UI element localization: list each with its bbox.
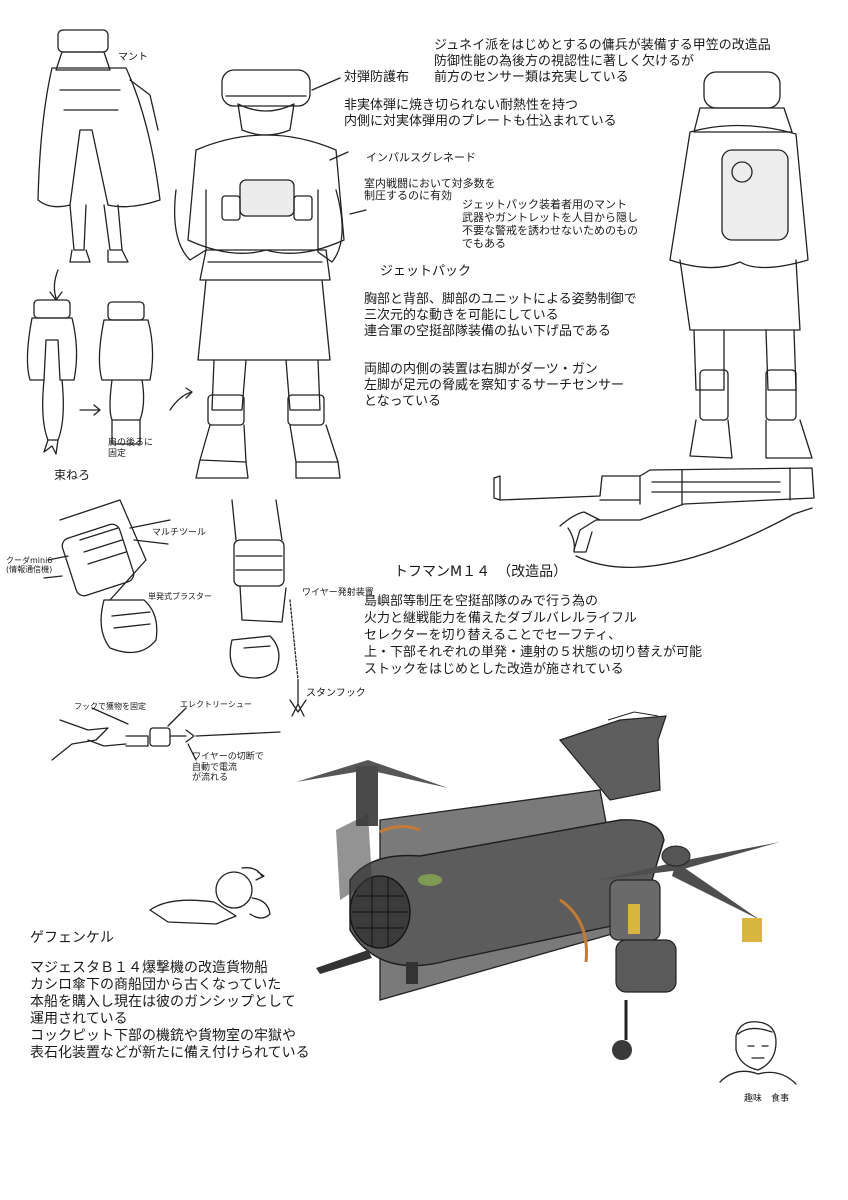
legs-line-2: 左脚が足元の脅威を察知するサーチセンサー	[364, 378, 625, 393]
helmet-desc-line-3: 前方のセンサー類は充実している	[434, 70, 629, 85]
arrow-down	[49, 269, 63, 301]
jetpack-line-2: 三次元的な動きを可能にしている	[364, 308, 559, 323]
note-wire-cut: ワイヤーの切断で 自動で電流 が流れる	[192, 752, 264, 784]
note-stun-hook: スタンフック	[306, 688, 366, 699]
resting-doodle	[149, 867, 271, 925]
cloak-line-4: でもある	[462, 237, 506, 250]
note-mantle: マント	[118, 52, 148, 63]
leader-lines	[311, 77, 367, 215]
note-blaster: 単発式ブラスター	[148, 592, 212, 601]
gauntlet-sketch-left	[43, 499, 171, 654]
jetpack-line-3: 連合軍の空挺部隊装備の払い下げ品である	[364, 324, 611, 339]
jetpack-title: ジェットパック	[380, 264, 472, 279]
ship-line-6: 表石化装置などが新たに備え付けられている	[30, 1045, 310, 1061]
cloth-title: 対弾防護布	[344, 70, 410, 85]
grenade-line-2: 制圧するのに有効	[364, 189, 452, 202]
rifle-title: トフマンM１４ （改造品）	[394, 564, 568, 580]
rifle-line-5: ストックをはじめとした改造が施されている	[364, 662, 624, 677]
legs-line-3: となっている	[364, 394, 441, 409]
ship-line-4: 運用されている	[30, 1011, 128, 1027]
cloaked-figure-sketch	[37, 29, 161, 263]
ship-line-2: カシロ傘下の商船団から古くなっていた	[30, 977, 282, 993]
note-kuda: クーダmini6 (情報通信機)	[6, 556, 53, 575]
cloak-line-2: 武器やガントレットを人目から隠し	[462, 211, 638, 224]
ship-title: ゲフェンケル	[30, 930, 114, 946]
note-signature: 趣味 食事	[744, 1094, 790, 1104]
wire-arm-sketch	[229, 499, 307, 717]
arrow-right	[79, 404, 101, 416]
cloth-line-1: 非実体弾に焼き切られない耐熱性を持つ	[344, 98, 579, 113]
cloak-line-1: ジェットパック装着者用のマント	[462, 198, 627, 211]
stun-hook-sketch	[51, 707, 281, 761]
note-multitool: マルチツール	[152, 528, 207, 538]
gunship-illustration	[296, 711, 780, 1060]
note-hook-fix: フックで獲物を固定	[74, 702, 146, 711]
rifle-line-2: 火力と継戦能力を備えたダブルバレルライフル	[364, 611, 638, 626]
helmet-desc-line-2: 防御性能の為後方の視認性に著しく欠けるが	[434, 54, 695, 69]
cloak-line-3: 不要な警戒を誘わせないためのもの	[462, 224, 638, 237]
arrow-up-right	[169, 387, 193, 411]
rifle-line-3: セレクターを切り替えることでセーフティ、	[364, 628, 622, 643]
jetpack-line-1: 胸部と背部、脚部のユニットによる姿勢制御で	[364, 292, 637, 307]
grenade-line-1: 室内戦闘において対多数を	[364, 177, 496, 190]
legs-line-1: 両脚の内側の装置は右脚がダーツ・ガン	[364, 362, 598, 377]
cloth-line-2: 内側に対実体弾用のプレートも仕込まれている	[344, 114, 617, 129]
note-wire: ワイヤー発射装置	[302, 588, 374, 598]
helmet-desc-line-1: ジュネイ派をはじめとするの傭兵が装備する甲笠の改造品	[434, 38, 771, 53]
main-figure-back	[669, 71, 813, 459]
ship-line-5: コックピット下部の機銃や貨物室の牢獄や	[30, 1028, 296, 1044]
rifle-line-4: 上・下部それぞれの単発・連射の５状態の切り替えが可能	[364, 645, 703, 660]
note-tie: 束ねろ	[54, 468, 91, 482]
author-portrait-sketch	[719, 1021, 797, 1085]
note-electric: エレクトリーシュー	[180, 700, 252, 709]
grenade-title: インパルスグレネード	[366, 151, 476, 164]
main-figure-front	[173, 69, 345, 479]
bundled-cloak-sketch	[26, 299, 154, 455]
ship-line-1: マジェスタＢ１４爆撃機の改造貨物船	[30, 960, 268, 976]
note-shoulder: 肩の後ろに 固定	[108, 438, 154, 459]
ship-line-3: 本船を購入し現在は彼のガンシップとして	[30, 994, 296, 1010]
rifle-line-1: 島嶼部等制圧を空挺部隊のみで行う為の	[364, 594, 599, 609]
rifle-sketch	[493, 467, 815, 569]
